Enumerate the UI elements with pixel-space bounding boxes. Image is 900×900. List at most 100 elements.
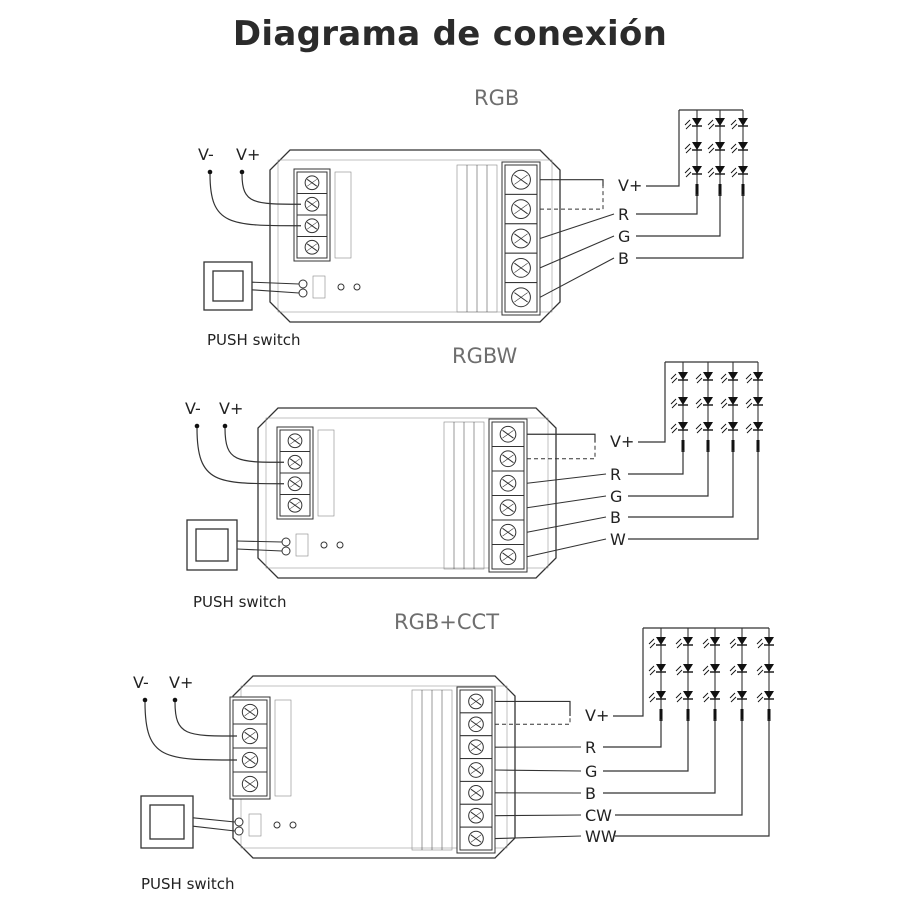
led-triangle [710, 637, 720, 645]
vplus-wire [495, 700, 571, 716]
led-resistor [695, 184, 699, 196]
led-ray [684, 167, 691, 174]
led-ray [757, 696, 764, 703]
output-label-r: R [610, 465, 621, 484]
switch-wire [236, 540, 283, 543]
led-triangle [737, 691, 747, 699]
led-triangle [703, 422, 713, 430]
screw-slot [307, 222, 317, 230]
led-ray [720, 423, 727, 430]
vpos-wire [174, 701, 238, 737]
screw-terminal [459, 712, 493, 737]
vplus-wire [527, 433, 596, 442]
led-resistor [706, 440, 710, 452]
switch-label-box [312, 275, 326, 299]
output-label-b: B [618, 249, 629, 268]
vneg-terminal-dot [194, 423, 200, 429]
output-to-led-wire [615, 719, 770, 837]
led-resistor [756, 440, 760, 452]
led-triangle [753, 372, 763, 380]
led-ray [745, 423, 752, 430]
led-triangle [738, 166, 748, 174]
led-resistor [686, 709, 690, 721]
led-icon [695, 422, 713, 434]
led-ray [703, 696, 710, 703]
led-ray [671, 402, 678, 409]
led-icon [707, 166, 725, 178]
push-switch-label: PUSH switch [193, 593, 286, 611]
screw-slot [502, 479, 514, 488]
led-ray [731, 147, 738, 154]
screw-slot [470, 811, 482, 820]
led-icon [729, 691, 747, 703]
vneg-label: V- [198, 145, 214, 164]
led-icon [720, 422, 738, 434]
led-triangle [715, 166, 725, 174]
led-ray [757, 642, 764, 649]
led-triangle [692, 142, 702, 150]
screw-slot [244, 779, 256, 789]
screw-slot [290, 501, 300, 509]
led-icon [648, 637, 666, 649]
screw-slot [502, 430, 514, 439]
output-to-led-wire [628, 450, 734, 518]
screw-slot [290, 437, 300, 445]
screw-terminal [279, 472, 311, 495]
led-ray [745, 373, 752, 380]
led-ray [746, 427, 753, 434]
led-ray [756, 638, 763, 645]
screw-slot [470, 697, 482, 706]
led-triangle [683, 664, 693, 672]
housing-inner [277, 159, 553, 313]
led-ray [745, 398, 752, 405]
led-ray [696, 427, 703, 434]
controller-housing [269, 149, 561, 323]
output-wire [526, 495, 607, 509]
section-title-rgb: RGB [474, 86, 520, 110]
output-to-led-wire [603, 719, 662, 748]
led-ray [649, 696, 656, 703]
vpos-wire [224, 427, 285, 463]
screw-terminal [504, 193, 538, 225]
led-resistor [767, 709, 771, 721]
screw-terminal [232, 699, 268, 725]
led-ray [721, 402, 728, 409]
led-icon [730, 166, 748, 178]
led-triangle [683, 691, 693, 699]
led-triangle [678, 422, 688, 430]
push-switch-button [149, 804, 185, 840]
led-ray [671, 377, 678, 384]
housing-inner [265, 417, 549, 569]
led-icon [720, 372, 738, 384]
led-icon [684, 142, 702, 154]
output-label-b: B [585, 784, 596, 803]
push-switch-button [212, 270, 244, 302]
led-ray [703, 669, 710, 676]
screw-terminal [296, 236, 328, 259]
switch-wire [236, 548, 283, 552]
vpos-label: V+ [236, 145, 260, 164]
output-label-ww: WW [585, 827, 617, 846]
led-icon [675, 664, 693, 676]
led-triangle [692, 166, 702, 174]
vneg-label: V- [133, 673, 149, 692]
output-to-led-wire [603, 719, 689, 772]
led-triangle [678, 372, 688, 380]
led-resistor [713, 709, 717, 721]
led-ray [695, 373, 702, 380]
led-ray [648, 692, 655, 699]
screw-terminal [279, 429, 311, 452]
led-resistor [718, 184, 722, 196]
output-to-led-wire [636, 194, 698, 215]
led-triangle [728, 397, 738, 405]
led-ray [707, 119, 714, 126]
screw-terminal [296, 214, 328, 237]
led-triangle [683, 637, 693, 645]
led-icon [756, 637, 774, 649]
screw-terminal [491, 495, 525, 521]
screw-terminal [296, 193, 328, 216]
led-triangle [738, 142, 748, 150]
led-icon [702, 691, 720, 703]
output-label-g: G [585, 762, 597, 781]
